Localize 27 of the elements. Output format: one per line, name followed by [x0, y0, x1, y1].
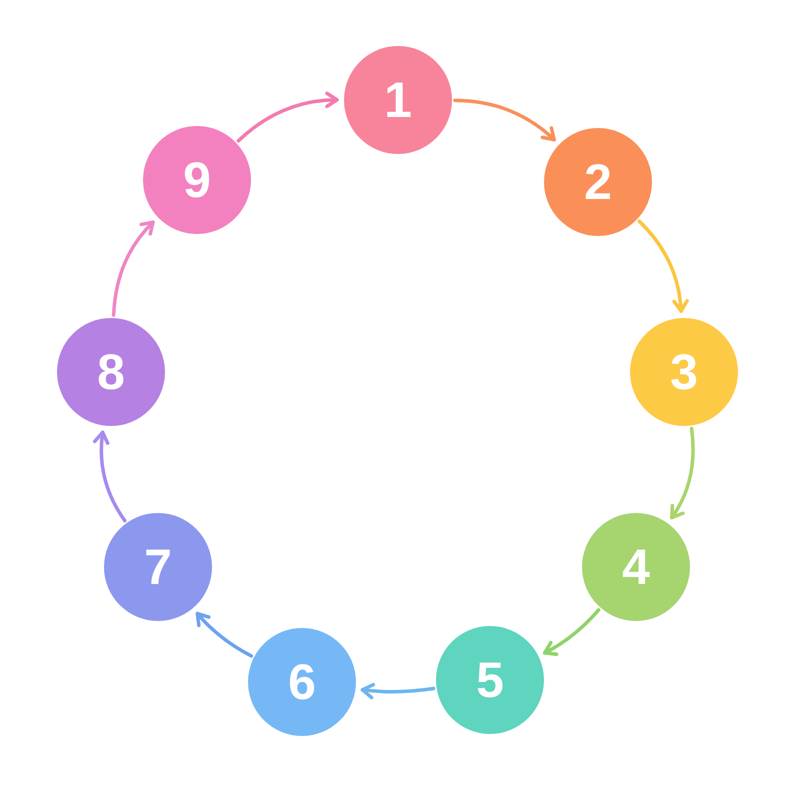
step-number: 3	[670, 347, 698, 397]
arrow	[638, 220, 689, 313]
arrow	[112, 220, 155, 317]
step-number: 7	[144, 542, 172, 592]
step-number: 9	[183, 155, 211, 205]
arrow	[670, 426, 695, 520]
step-circle	[630, 318, 738, 426]
arrow	[93, 430, 127, 522]
step-circle	[57, 318, 165, 426]
step-number: 8	[97, 347, 125, 397]
step-number: 2	[584, 157, 612, 207]
step-circle	[344, 46, 452, 154]
step-circle	[104, 513, 212, 621]
arrow	[453, 98, 556, 142]
step-circle	[544, 128, 652, 236]
arrow	[542, 608, 600, 656]
arrow	[196, 612, 254, 658]
step-circle	[143, 126, 251, 234]
step-number: 5	[476, 655, 504, 705]
step-circle	[582, 513, 690, 621]
arrow	[360, 682, 436, 700]
step-number: 6	[288, 657, 316, 707]
step-number: 4	[622, 542, 650, 592]
step-circle	[436, 626, 544, 734]
step-circle	[248, 628, 356, 736]
arrow	[236, 92, 339, 143]
step-number: 1	[384, 75, 412, 125]
